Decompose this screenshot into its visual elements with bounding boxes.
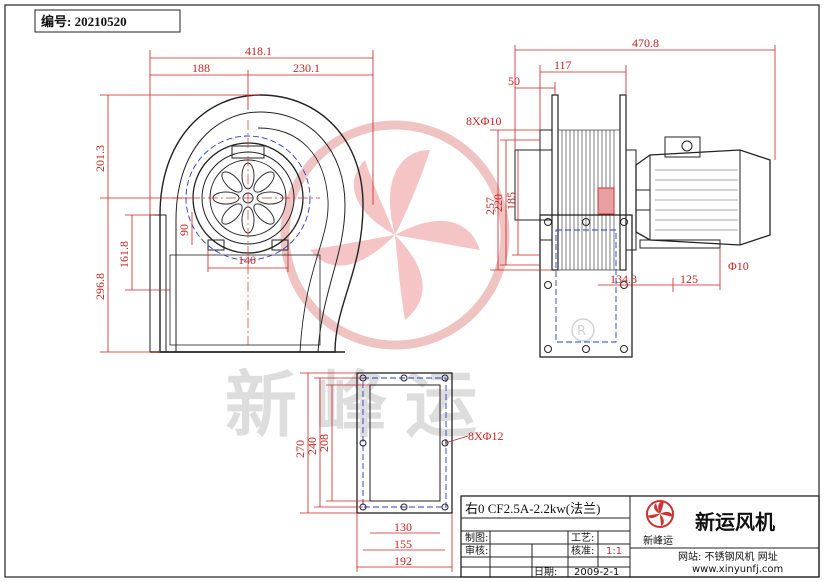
watermark: R 新峰运: [225, 120, 595, 447]
company-logo: 新峰运: [643, 500, 674, 547]
company-name: 新运风机: [695, 510, 775, 534]
label-drawn: 制图:: [465, 531, 488, 544]
dim-flange-240: 240: [305, 437, 319, 455]
drawing-number-box: [34, 9, 181, 33]
dim-flange-208: 208: [317, 434, 331, 452]
dim-side-length: 470.8: [632, 36, 659, 50]
label-ratio: 核准:: [571, 544, 594, 557]
dim-bolt-top: 8XΦ10: [466, 114, 501, 128]
drawing-number: 编号: 20210520: [41, 14, 127, 29]
dim-hole-base: Φ10: [728, 259, 749, 273]
front-dimensions: [100, 50, 374, 353]
dim-lower-height: 296.8: [93, 273, 107, 300]
dim-upper-height: 201.3: [93, 145, 107, 172]
dim-inlet-width: 140: [238, 253, 256, 267]
dim-outlet-offset: 161.8: [117, 241, 131, 268]
dim-left-width: 188: [192, 61, 210, 75]
dim-flange-130: 130: [394, 520, 412, 534]
dim-h185: 185: [504, 192, 518, 210]
front-dimension-labels: 418.1 188 230.1 201.3 296.8 161.8 90 140: [93, 44, 320, 300]
website-url: www.xinyunfj.com: [692, 564, 783, 575]
watermark-text: 新峰运: [225, 363, 495, 447]
model-name: 右0 CF2.5A-2.2kw(法兰): [465, 501, 600, 516]
logo-text: 新峰运: [643, 534, 673, 547]
dim-flange-155: 155: [394, 537, 412, 551]
dim-base-125: 125: [680, 272, 698, 286]
website-label: 网站: 不锈钢风机 网址: [678, 550, 778, 563]
date-value: 2009-2-1: [574, 567, 619, 578]
dim-side-117: 117: [554, 58, 572, 72]
label-date: 日期:: [534, 566, 557, 578]
dim-h220: 220: [491, 194, 505, 212]
flange-dimension-labels: 270 240 208 8XΦ12 130 155 192: [293, 429, 503, 568]
front-view: [149, 94, 364, 353]
dim-overall-width: 418.1: [245, 44, 272, 58]
side-view: [514, 94, 771, 358]
dim-h257: 257: [483, 197, 497, 215]
dim-flange-270: 270: [293, 440, 307, 458]
flange-dimensions: [300, 372, 469, 572]
label-process: 工艺:: [571, 532, 594, 544]
side-dimension-labels: 470.8 117 50 8XΦ10 257 220 185 134.3 125…: [466, 36, 749, 286]
dim-base-134: 134.3: [610, 272, 637, 286]
sheet-border: [4, 4, 820, 578]
dim-side-50: 50: [508, 74, 520, 88]
dim-right-width: 230.1: [293, 61, 320, 75]
dim-outlet-width: 90: [177, 224, 191, 236]
dim-flange-192: 192: [394, 554, 412, 568]
svg-text:R: R: [577, 324, 586, 339]
title-block: [460, 495, 820, 578]
side-dimensions: [490, 45, 776, 292]
label-checked: 审核:: [465, 544, 488, 557]
scale-value: 1:1: [606, 546, 622, 557]
dim-flange-bolt: 8XΦ12: [468, 429, 503, 443]
